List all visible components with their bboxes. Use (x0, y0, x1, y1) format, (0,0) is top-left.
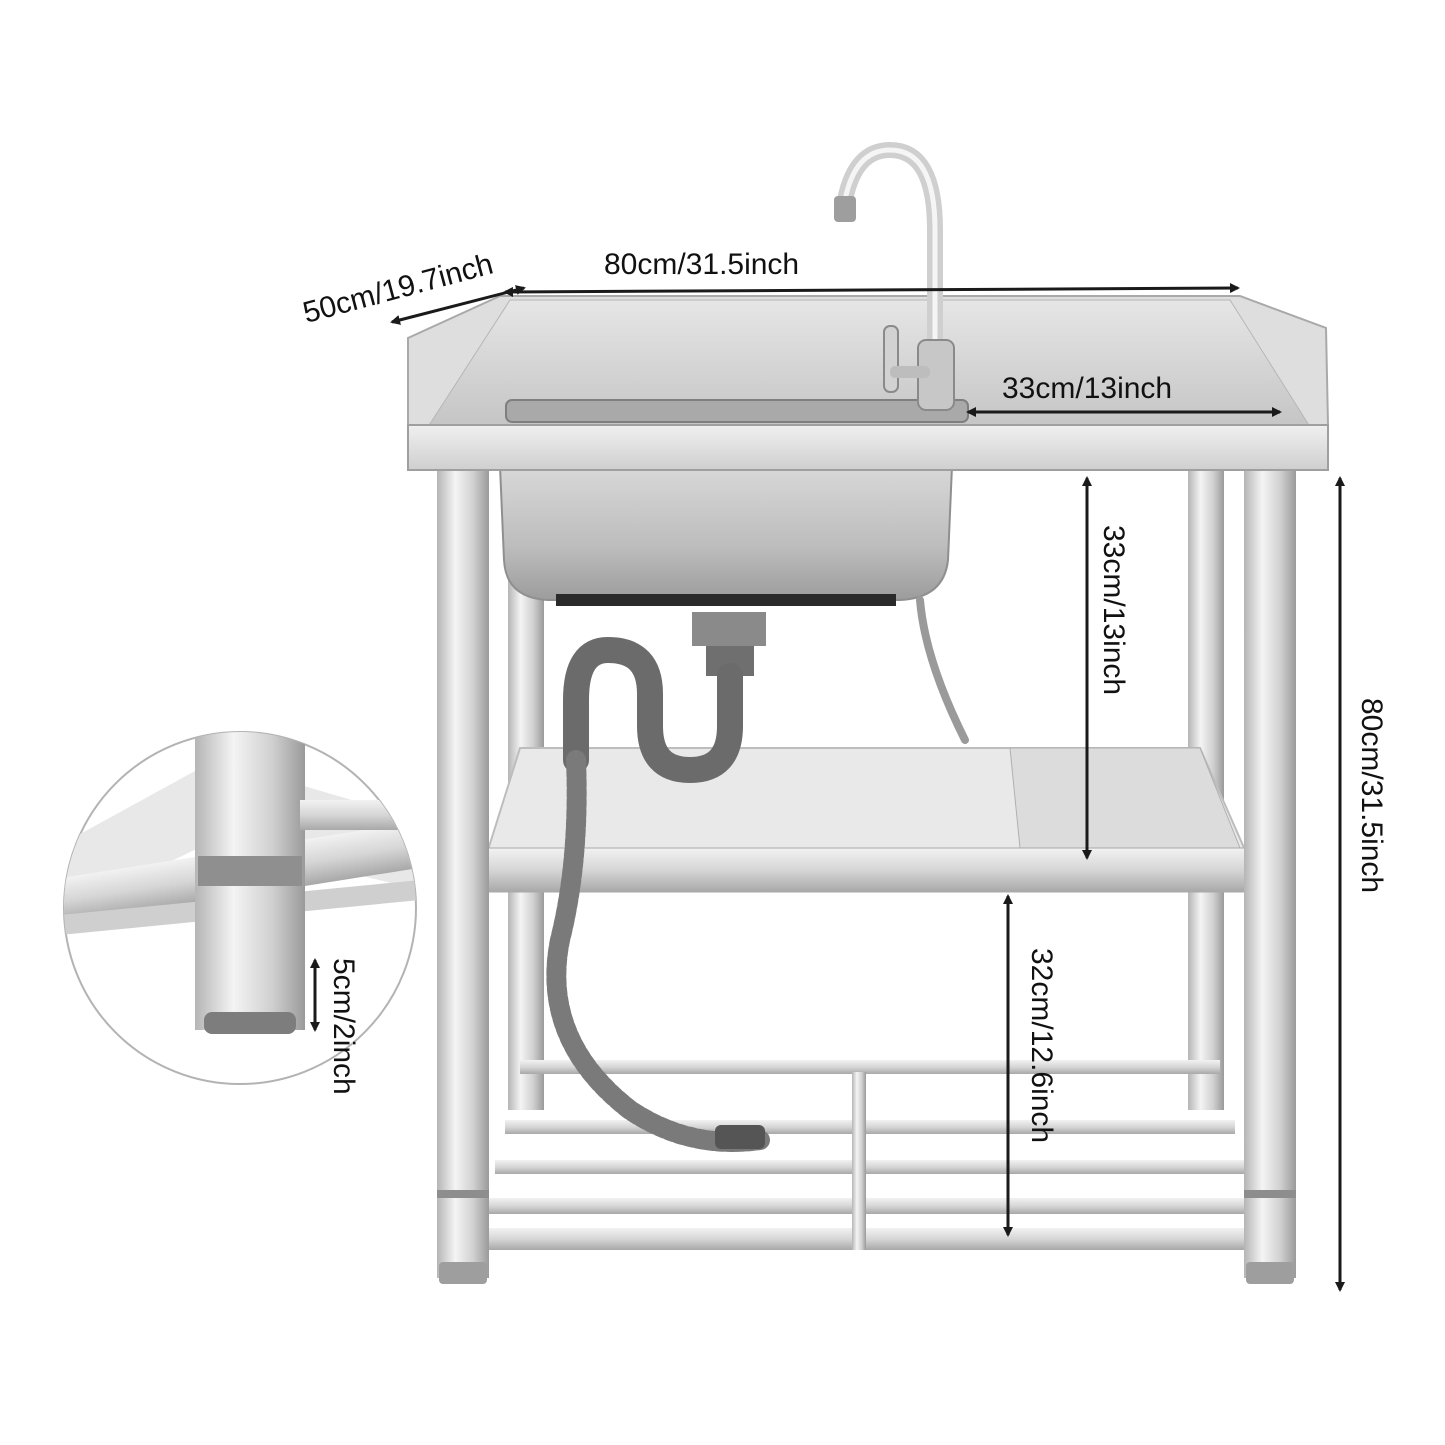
front-leg-right (1244, 470, 1296, 1284)
sink-bowl (498, 465, 954, 606)
faucet (834, 141, 955, 411)
sink-top (407, 295, 1330, 471)
foot-height-label: 5cm/2inch (327, 958, 360, 1095)
drain-assembly (546, 596, 969, 1152)
front-leg-left (437, 470, 489, 1284)
overall-height-label: 80cm/31.5inch (1355, 698, 1388, 894)
drainboard-label: 33cm/13inch (1002, 372, 1173, 405)
magnify-detail-icon (63, 731, 417, 1085)
width-dimension-line (503, 283, 1240, 297)
shelf-spacing-label: 32cm/12.6inch (1025, 948, 1058, 1144)
width-label: 80cm/31.5inch (604, 248, 800, 281)
bottom-shelf (485, 1060, 1250, 1250)
dimension-lines (310, 283, 1345, 1292)
middle-shelf (486, 747, 1249, 893)
bowl-shelf-height-label: 33cm/13inch (1097, 525, 1130, 696)
depth-dimension-line (390, 285, 526, 325)
